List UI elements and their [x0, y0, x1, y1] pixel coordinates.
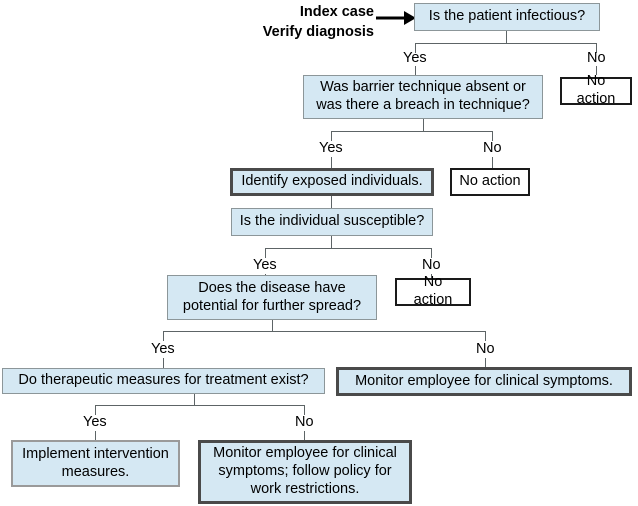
edge-label-yes-5: Yes	[83, 414, 107, 430]
edge-label-no-3: No	[422, 257, 441, 273]
connector-q3-split	[265, 248, 431, 249]
node-monitor-follow-policy[interactable]: Monitor employee for clinical symptoms; …	[198, 440, 412, 504]
node-therapeutic-measures[interactable]: Do therapeutic measures for treatment ex…	[2, 368, 325, 394]
node-individual-susceptible[interactable]: Is the individual susceptible?	[231, 208, 433, 236]
edge-label-yes-4: Yes	[151, 341, 175, 357]
edge-label-yes-2: Yes	[319, 140, 343, 156]
node-no-action-1[interactable]: No action	[560, 73, 632, 107]
edge-label-yes-3: Yes	[253, 257, 277, 273]
connector-q3-yes	[265, 248, 266, 258]
node-implement-intervention[interactable]: Implement intervention measures.	[11, 440, 180, 487]
edge-label-yes-1: Yes	[403, 50, 427, 66]
entry-arrow-icon	[376, 11, 416, 25]
connector-q4-no	[485, 331, 486, 341]
connector-q5-yes	[95, 405, 96, 415]
node-barrier-technique[interactable]: Was barrier technique absent or was ther…	[303, 75, 543, 119]
edge-label-no-2: No	[483, 140, 502, 156]
connector-q3-no	[431, 248, 432, 258]
edge-label-no-5: No	[295, 414, 314, 430]
edge-label-no-1: No	[587, 50, 606, 66]
connector-q2-down	[423, 119, 424, 131]
connector-q2-no-tail	[492, 157, 493, 168]
connector-q5-yes-tail	[95, 431, 96, 440]
connector-q4-no-tail	[485, 358, 486, 368]
connector-q1-no	[596, 43, 597, 53]
connector-q1-no-tail	[596, 66, 597, 75]
node-monitor-symptoms[interactable]: Monitor employee for clinical symptoms.	[336, 367, 632, 396]
connector-q5-down	[194, 394, 195, 405]
node-further-spread[interactable]: Does the disease have potential for furt…	[167, 275, 377, 320]
connector-q5-split	[95, 405, 305, 406]
connector-q4-down	[272, 320, 273, 331]
connector-q5-no	[304, 405, 305, 415]
node-no-action-3[interactable]: No action	[395, 274, 471, 308]
connector-a1-to-q3	[331, 196, 332, 208]
connector-q2-yes	[331, 131, 332, 141]
connector-q1-split	[415, 43, 596, 44]
connector-q2-yes-tail	[331, 157, 332, 168]
connector-q4-yes-tail	[163, 358, 164, 368]
edge-label-no-4: No	[476, 341, 495, 357]
connector-q1-down	[506, 31, 507, 43]
node-is-patient-infectious[interactable]: Is the patient infectious?	[414, 3, 600, 31]
node-no-action-2[interactable]: No action	[450, 168, 530, 196]
connector-q5-no-tail	[304, 431, 305, 440]
connector-q1-yes-tail	[415, 66, 416, 75]
connector-q4-yes	[163, 331, 164, 341]
connector-q1-yes	[415, 43, 416, 53]
connector-q4-split	[163, 331, 485, 332]
entry-label: Index case Verify diagnosis	[262, 4, 374, 40]
connector-q3-down	[331, 236, 332, 248]
connector-q2-no	[492, 131, 493, 141]
connector-q2-split	[331, 131, 492, 132]
node-identify-exposed[interactable]: Identify exposed individuals.	[230, 168, 434, 196]
